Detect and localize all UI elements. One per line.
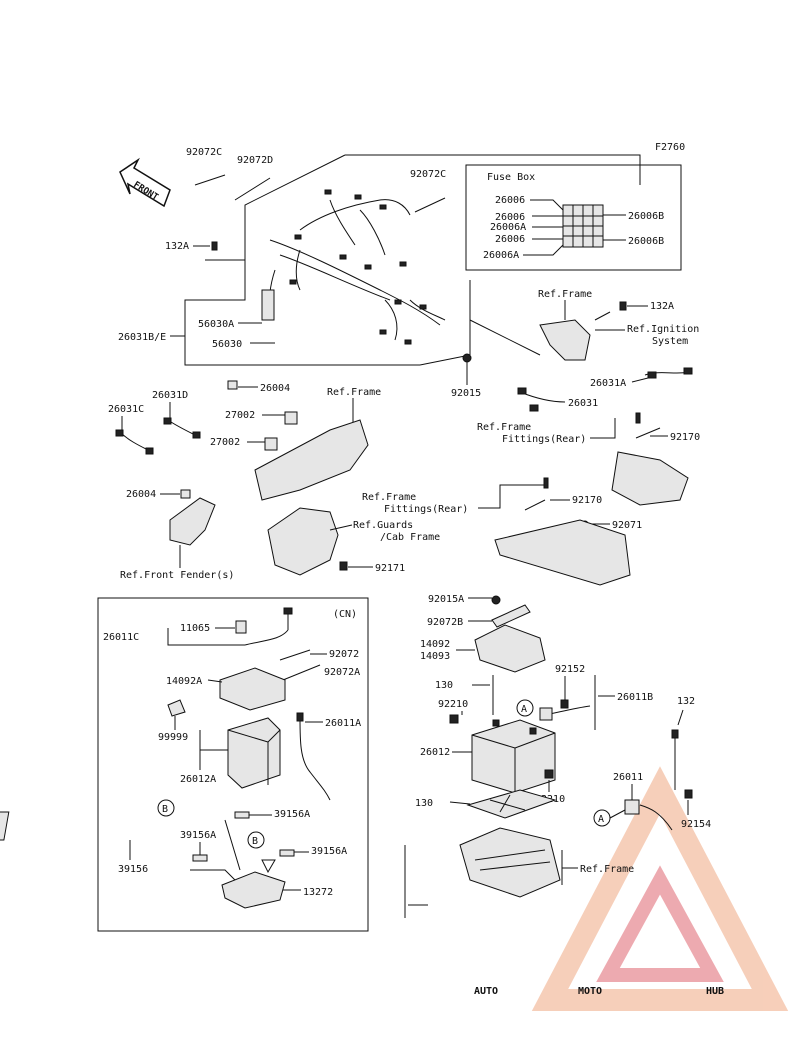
part-11065: 11065: [180, 623, 210, 634]
part-92072C-b: 92072C: [410, 169, 446, 180]
part-92171: 92171: [375, 563, 405, 574]
part-26011: 26011: [613, 772, 643, 783]
part-92072: 92072: [329, 649, 359, 660]
part-130-b: 92154: [681, 819, 711, 830]
part-13272: 13272: [303, 887, 333, 898]
watermark-auto: AUTO: [474, 986, 498, 997]
marker-a-1: A: [521, 704, 527, 715]
part-92072C-a: 92072C: [186, 147, 222, 158]
part-26004-a: 26004: [260, 383, 290, 394]
part-132A-b: 132A: [650, 301, 674, 312]
fuse-box-title: Fuse Box: [487, 172, 535, 183]
ref-fittings-2a: Ref.Frame: [362, 492, 416, 503]
part-26031: 26031: [568, 398, 598, 409]
ref-guards-2: /Cab Frame: [380, 532, 440, 543]
part-26031BE: 26031B/E: [118, 332, 166, 343]
fuse-part-3: 26006A: [490, 222, 526, 233]
ref-fittings-1b: Fittings(Rear): [502, 434, 586, 445]
part-39156A-a: 39156A: [274, 809, 310, 820]
watermark-logo: [531, 766, 789, 1011]
ref-front-fender: Ref.Front Fender(s): [120, 570, 234, 581]
ref-fittings-2b: Fittings(Rear): [384, 504, 468, 515]
part-26004-b: 26004: [126, 489, 156, 500]
part-92072B: 92072B: [427, 617, 463, 628]
watermark-text: AUTO MOTO HUB: [474, 986, 724, 997]
part-26011A: 26011A: [325, 718, 361, 729]
ref-ignition-2: System: [652, 336, 688, 347]
ignition-bracket: [539, 301, 627, 361]
part-92015A: 92015A: [428, 594, 464, 605]
front-arrow-icon: FRONT: [119, 157, 171, 208]
ref-frame-2: Ref.Frame: [327, 387, 381, 398]
fuse-part-2: 26006: [495, 212, 525, 223]
part-132A-a: 132A: [165, 241, 189, 252]
part-99999: 99999: [158, 732, 188, 743]
part-26031C: 26031C: [108, 404, 144, 415]
wiring-harness: [261, 189, 446, 345]
harness-outline: [184, 154, 641, 366]
watermark-moto: MOTO: [578, 986, 602, 997]
part-26011C: 26011C: [103, 632, 139, 643]
fuse-part-right-1: 26006B: [628, 211, 664, 222]
part-92071: 92071: [612, 520, 642, 531]
marker-b-2: B: [252, 836, 258, 847]
part-39156A-c: 39156A: [311, 846, 347, 857]
part-92170-b: 92170: [572, 495, 602, 506]
part-92210-a: 92210: [438, 699, 468, 710]
marker-b-1: B: [162, 804, 168, 815]
ref-frame-3: Ref.Frame: [580, 864, 634, 875]
part-39156: 39156: [118, 864, 148, 875]
cn-label: (CN): [333, 609, 357, 620]
part-14093: 14093: [420, 651, 450, 662]
part-26031D: 26031D: [152, 390, 188, 401]
part-14092A: 14092A: [166, 676, 202, 687]
part-26012A: 26012A: [180, 774, 216, 785]
ref-ignition-1: Ref.Ignition: [627, 324, 699, 335]
cn-box: [97, 597, 369, 932]
part-56030A: 56030A: [198, 319, 234, 330]
ref-guards-1: Ref.Guards: [353, 520, 413, 531]
part-14092: 14092: [420, 639, 450, 650]
fuse-part-right-2: 26006B: [628, 236, 664, 247]
part-92015: 92015: [451, 388, 481, 399]
diagram-code: F2760: [655, 142, 685, 153]
ref-frame-1: Ref.Frame: [538, 289, 592, 300]
ref-fittings-1a: Ref.Frame: [477, 422, 531, 433]
fuse-part-4: 26006: [495, 234, 525, 245]
part-27002-b: 27002: [210, 437, 240, 448]
part-56030: 56030: [212, 339, 242, 350]
part-39156A-b: 39156A: [180, 830, 216, 841]
part-92170-a: 92170: [670, 432, 700, 443]
part-132: 132: [677, 696, 695, 707]
fuse-part-1: 26006: [495, 195, 525, 206]
part-26031A: 26031A: [590, 378, 626, 389]
watermark-hub: HUB: [706, 986, 724, 997]
part-26011B: 26011B: [617, 692, 653, 703]
fuse-box: Fuse Box 26006 26006 26006A 26006 26006A…: [465, 164, 682, 271]
part-27002-a: 27002: [225, 410, 255, 421]
marker-a-2: A: [598, 814, 604, 825]
fuse-part-5: 26006A: [483, 250, 519, 261]
part-92072A: 92072A: [324, 667, 360, 678]
part-130-a: 92152: [555, 664, 585, 675]
part-13280: 130: [415, 798, 433, 809]
part-92072D: 92072D: [237, 155, 273, 166]
part-92152: 130: [435, 680, 453, 691]
part-26012: 26012: [420, 747, 450, 758]
